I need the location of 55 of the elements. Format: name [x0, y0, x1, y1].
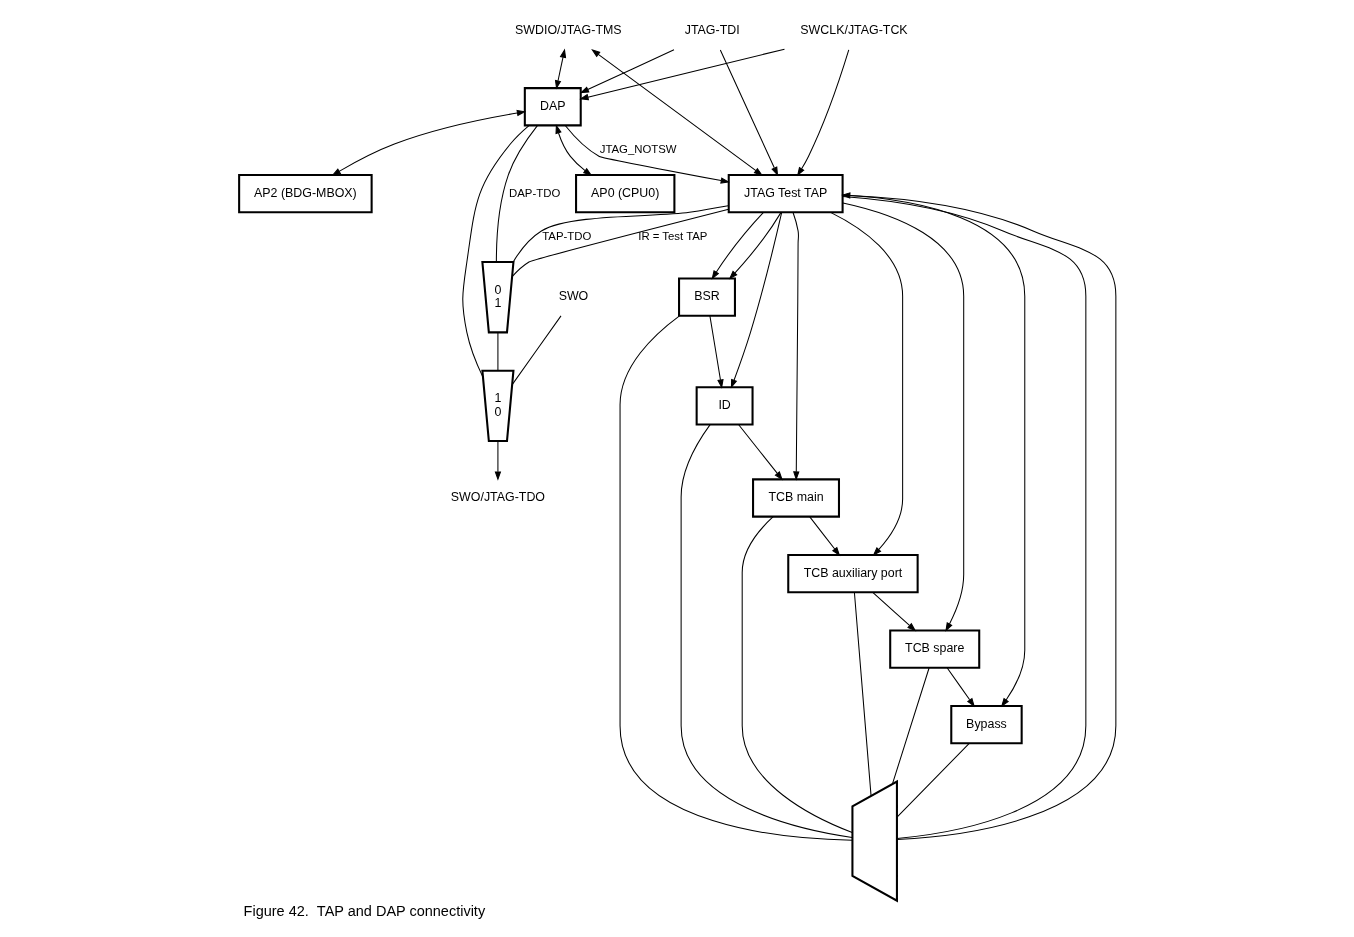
connector [512, 205, 729, 263]
arrow [590, 49, 763, 176]
edge-label: TAP-TDO [541, 230, 591, 243]
node-trapezoid [850, 779, 898, 903]
node-box: AP2 (BDG-MBOX) [237, 174, 373, 214]
arrow [579, 49, 674, 94]
arrow [841, 194, 1025, 708]
arrow [554, 124, 592, 176]
arrow [796, 49, 849, 177]
connector [619, 315, 853, 841]
node-box: TCB main [751, 478, 840, 518]
node-text: SWCLK/JTAG-TCK [799, 23, 908, 38]
connector [496, 332, 498, 372]
arrow [946, 667, 975, 708]
arrow [578, 48, 785, 101]
caption: Figure 42. TAP and DAP connectivity [243, 903, 485, 920]
edge-label: IR = Test TAP [637, 230, 707, 243]
node-text: JTAG-TDI [684, 23, 740, 38]
arrow [829, 211, 903, 556]
edge-label: JTAG_NOTSW [599, 143, 677, 156]
arrow [719, 49, 778, 177]
node-box: TCB auxiliary port [786, 553, 919, 594]
connector [511, 315, 561, 386]
arrow [710, 211, 764, 280]
connector [511, 208, 729, 277]
arrow [871, 591, 916, 632]
node-text: SWO/JTAG-TDO [450, 490, 545, 505]
connector [461, 125, 529, 378]
node-box: JTAG Test TAP [727, 174, 844, 214]
arrow [554, 48, 566, 90]
node-box: ID [695, 386, 754, 426]
connector [741, 516, 853, 833]
node-box: AP0 (CPU0) [574, 174, 675, 214]
arrow [728, 211, 782, 280]
arrow [841, 202, 964, 632]
connector [495, 125, 538, 263]
edge-label: DAP-TDO [508, 186, 560, 199]
connector [853, 591, 872, 797]
connector [680, 424, 853, 838]
connector [891, 667, 930, 785]
node-text: SWO [558, 289, 588, 304]
arrow [331, 109, 526, 176]
arrow [494, 440, 501, 481]
arrow [730, 212, 782, 389]
node-text: SWDIO/JTAG-TMS [514, 23, 622, 38]
node-box: DAP [523, 87, 582, 127]
arrow [737, 424, 783, 481]
node-box: TCB spare [888, 629, 980, 669]
arrow [792, 211, 800, 481]
arrow [564, 125, 730, 184]
arrow [808, 516, 840, 557]
arrow [708, 315, 724, 389]
node-box: BSR [677, 277, 736, 317]
connector [896, 743, 969, 818]
node-box: Bypass [949, 705, 1023, 745]
